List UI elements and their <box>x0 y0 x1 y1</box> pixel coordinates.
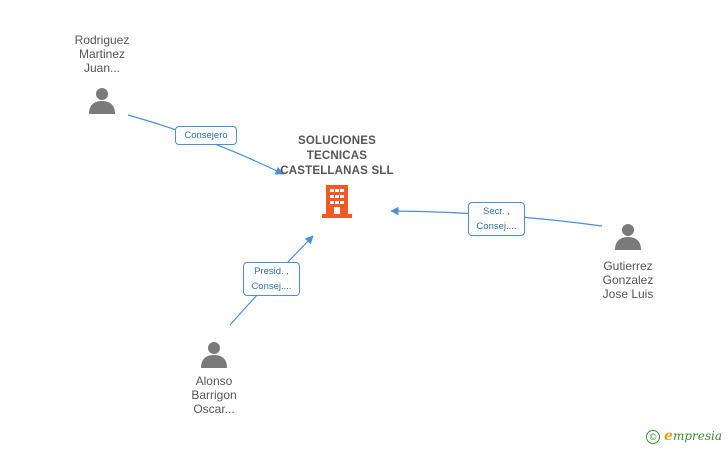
company-name-line: SOLUCIONES <box>297 135 377 147</box>
person-name-line: Rodriguez <box>74 33 130 47</box>
edge-label-line: Consejero <box>184 130 228 141</box>
edge-label-secr-consej[interactable]: Secr. , Consej.... <box>468 202 525 236</box>
person-icon <box>615 224 641 250</box>
edge-label-line: Consej.... <box>251 281 292 292</box>
edge-label-presid-consej[interactable]: Presid. , Consej.... <box>243 262 300 296</box>
building-icon <box>322 185 352 218</box>
brand-name: mpresia <box>672 429 722 443</box>
person-node-rodriguez[interactable]: Rodriguez Martinez Juan... <box>56 33 148 115</box>
person-name-line: Juan... <box>83 61 121 75</box>
company-name-line: TECNICAS <box>306 150 368 162</box>
person-name-line: Gutierrez <box>603 259 653 273</box>
brand-logo-e: e <box>664 428 673 444</box>
company-name-line: CASTELLANAS SLL <box>280 165 394 177</box>
edge-label-line: Presid. , <box>254 266 289 277</box>
person-node-alonso[interactable]: Alonso Barrigon Oscar... <box>168 339 260 416</box>
company-node[interactable]: SOLUCIONES TECNICAS CASTELLANAS SLL <box>270 134 404 219</box>
edge-label-line: Consej.... <box>476 221 517 232</box>
person-name-line: Barrigon <box>191 388 237 402</box>
edge-label-line: Secr. , <box>483 206 510 217</box>
person-name-line: Gonzalez <box>602 273 654 287</box>
brand-watermark: ©empresia <box>646 428 722 444</box>
edge-label-consejero[interactable]: Consejero <box>175 126 237 145</box>
person-icon <box>201 342 227 368</box>
person-name-line: Jose Luis <box>602 287 654 301</box>
person-name-line: Alonso <box>195 374 233 388</box>
person-name-line: Martinez <box>78 47 125 61</box>
person-node-gutierrez[interactable]: Gutierrez Gonzalez Jose Luis <box>582 221 674 301</box>
person-icon <box>89 88 115 114</box>
copyright-icon: © <box>646 429 661 444</box>
person-name-line: Oscar... <box>193 402 235 416</box>
